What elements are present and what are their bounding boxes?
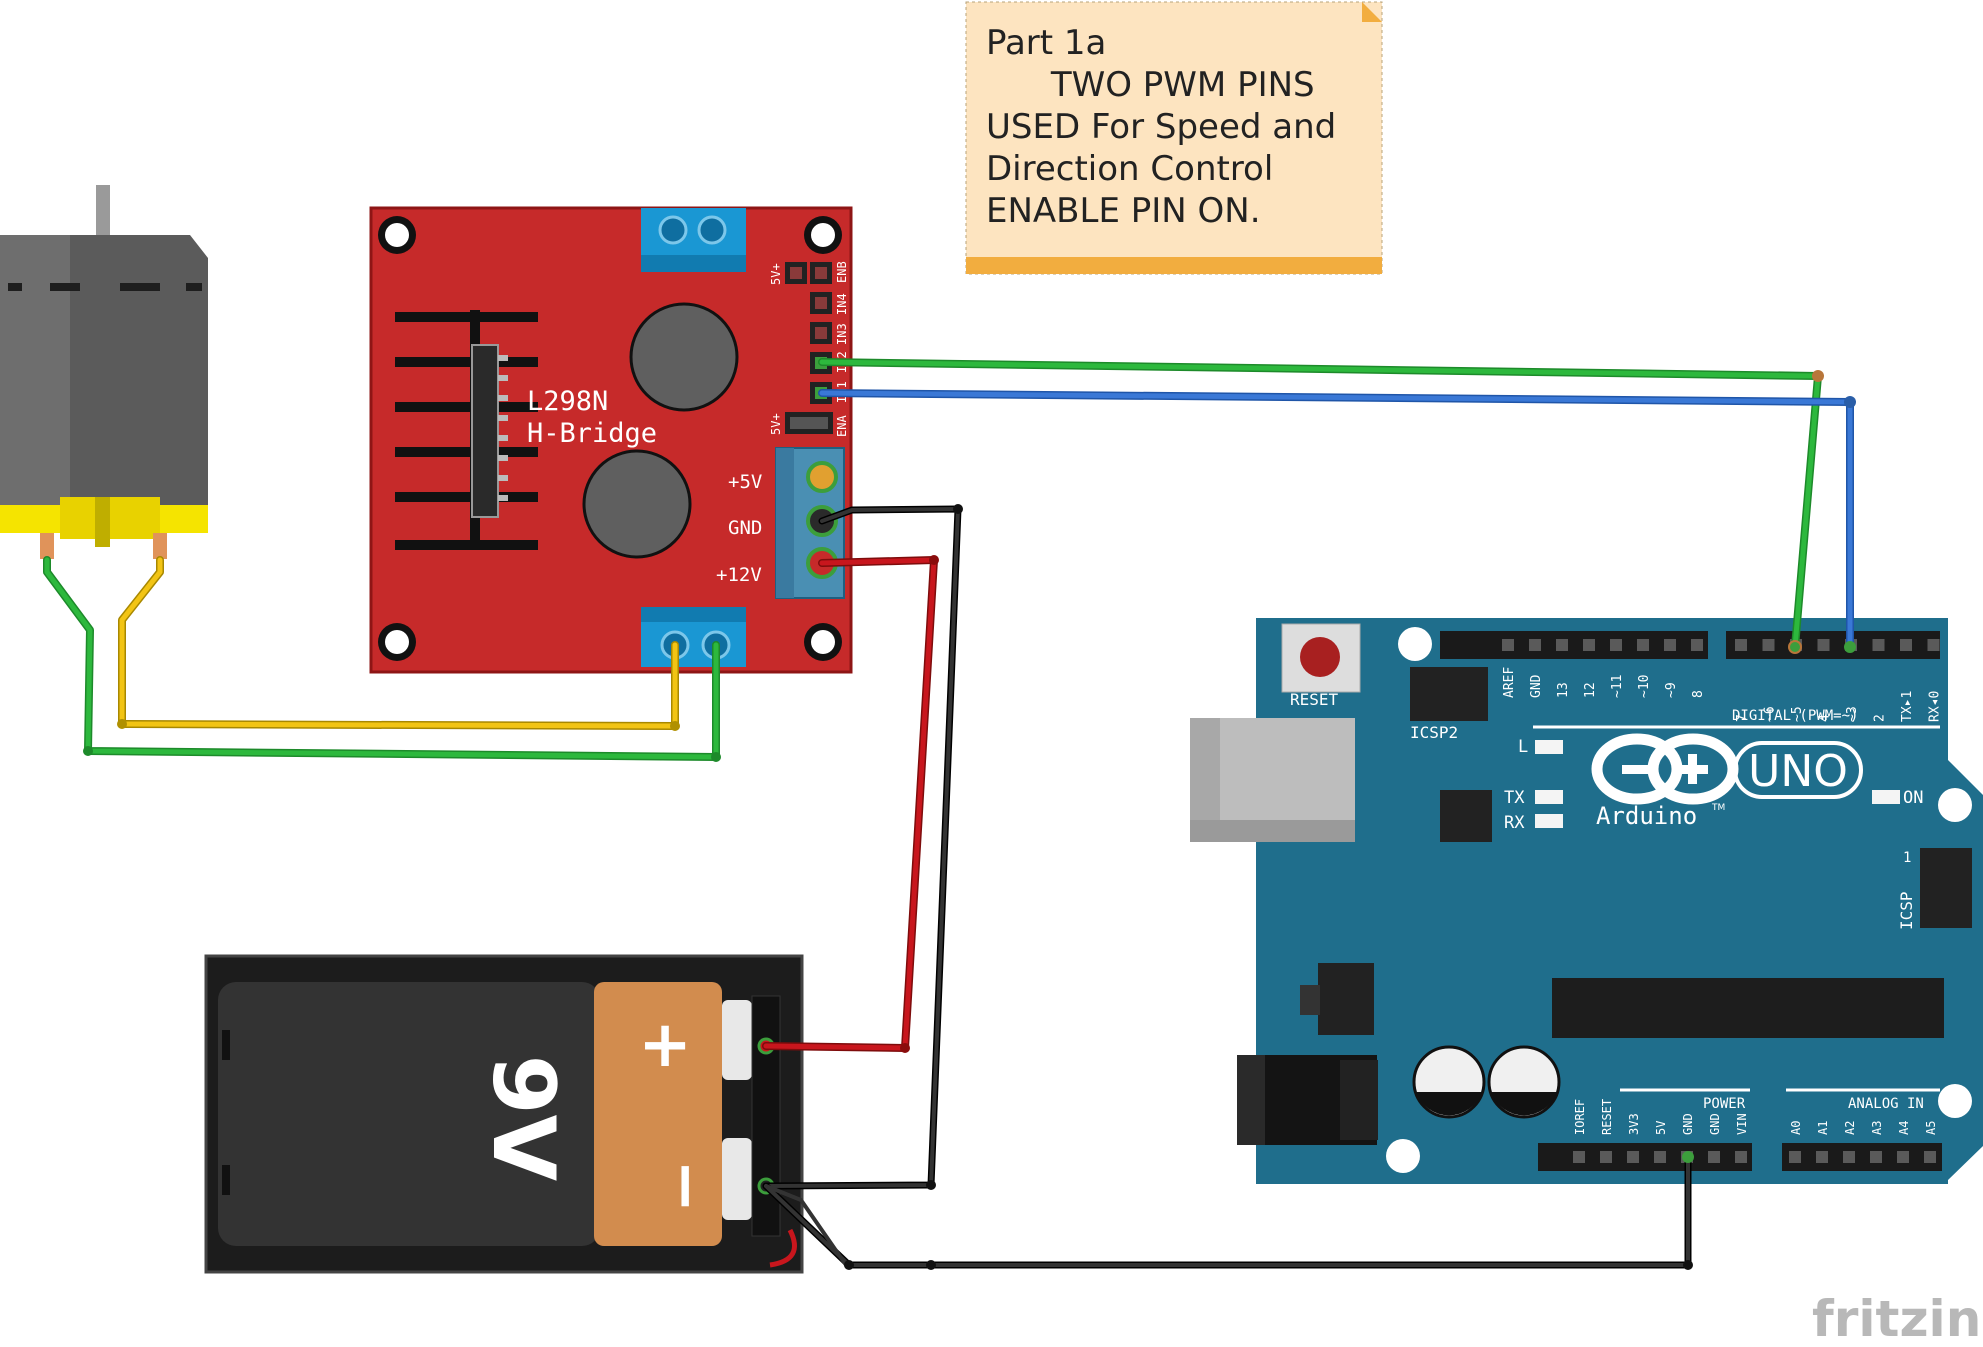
digital-right-pin-label: ~6: [1763, 706, 1778, 722]
digital-right-pin: [1817, 639, 1830, 651]
hbridge-pin-enb: ENB: [835, 261, 849, 283]
fritzing-watermark: fritzing: [1812, 1290, 1983, 1347]
hbridge-pin-5v-top: 5V+: [769, 263, 783, 285]
led-rx-label: RX: [1504, 813, 1525, 833]
power-pin: [1735, 1151, 1747, 1163]
digital-left-pin: [1529, 639, 1541, 651]
analog-pin-label: A3: [1870, 1121, 1884, 1135]
digital-left-pin-label: 12: [1583, 682, 1598, 698]
analog-pin: [1924, 1151, 1936, 1163]
note-line-5: ENABLE PIN ON.: [986, 191, 1261, 231]
digital-right-pin: [1735, 639, 1747, 651]
power-pin-label: GND: [1708, 1113, 1722, 1135]
digital-right-pin: [1927, 639, 1940, 651]
note-line-1: Part 1a: [986, 23, 1106, 63]
hbridge-pin-5v-bottom: 5V+: [769, 413, 783, 435]
digital-right-pin-label: RX◂0: [1928, 691, 1943, 722]
power-pin: [1654, 1151, 1666, 1163]
analog-pin: [1816, 1151, 1828, 1163]
hbridge-label-5v: +5V: [728, 471, 762, 493]
digital-right-pin-label: ~3: [1845, 706, 1860, 722]
arduino-tm: TM: [1711, 803, 1725, 813]
power-pin: [1627, 1151, 1639, 1163]
hbridge-title-line1: L298N: [527, 386, 608, 417]
digital-left-pin: [1691, 639, 1703, 651]
digital-right-pin-label: ~5: [1790, 706, 1805, 722]
digital-right-pin-label: 7: [1735, 714, 1750, 722]
power-pin: [1708, 1151, 1720, 1163]
power-pin-label: IOREF: [1573, 1099, 1587, 1135]
wire-signal-blue: [818, 389, 1854, 651]
digital-left-pin-label: ~9: [1664, 682, 1679, 698]
power-pin-label: GND: [1681, 1113, 1695, 1135]
led-on-label: ON: [1903, 788, 1923, 808]
hbridge-pin-in3: IN3: [835, 323, 849, 345]
digital-left-pin-label: 8: [1691, 690, 1706, 698]
battery-label: 9V: [473, 1055, 573, 1182]
led-tx-label: TX: [1504, 788, 1525, 808]
battery-minus: −: [649, 1159, 723, 1213]
analog-pin-label: A4: [1897, 1121, 1911, 1135]
power-label: POWER: [1703, 1096, 1746, 1112]
hbridge-label-gnd: GND: [728, 517, 762, 539]
digital-right-pin-label: TX▸1: [1900, 691, 1915, 722]
digital-left-pin-label: ~11: [1610, 675, 1625, 698]
arduino-model: UNO: [1748, 746, 1848, 797]
analog-pin: [1789, 1151, 1801, 1163]
icsp2-label: ICSP2: [1410, 723, 1458, 742]
l298n-hbridge: L298N H-Bridge +5V GND +12V 5V+ IN4 ENB: [369, 206, 853, 674]
dc-motor: [0, 185, 208, 559]
hbridge-label-12v: +12V: [716, 564, 762, 586]
power-pin: [1573, 1151, 1585, 1163]
analog-pin: [1870, 1151, 1882, 1163]
digital-left-pin-label: GND: [1529, 674, 1544, 698]
sticky-note: Part 1a TWO PWM PINS USED For Speed and …: [965, 1, 1383, 275]
digital-left-pin-label: ~10: [1637, 675, 1652, 698]
note-line-3: USED For Speed and: [986, 107, 1336, 147]
digital-right-pin-label: 4: [1818, 714, 1833, 722]
digital-right-pin-label: 2: [1873, 714, 1888, 722]
power-pin: [1600, 1151, 1612, 1163]
analog-pin-label: A0: [1789, 1121, 1803, 1135]
hbridge-pin-ena: ENA: [835, 415, 849, 437]
led-l-label: L: [1518, 737, 1528, 757]
analog-pin: [1843, 1151, 1855, 1163]
hbridge-pin-in4: IN4: [835, 293, 849, 315]
digital-right-pin: [1900, 639, 1912, 651]
power-pin-label: 5V: [1654, 1121, 1668, 1135]
digital-left-pin-label: 13: [1556, 682, 1571, 698]
analog-pin-label: A2: [1843, 1121, 1857, 1135]
note-line-2: TWO PWM PINS: [986, 65, 1315, 105]
digital-left-pin: [1583, 639, 1595, 651]
icsp-label: ICSP: [1897, 891, 1916, 930]
digital-left-pin: [1610, 639, 1622, 651]
wires: [43, 358, 1856, 1270]
battery-9v: 9V + −: [204, 954, 804, 1274]
digital-left-pin: [1664, 639, 1676, 651]
arduino-logo: [1591, 733, 1739, 805]
power-pin-label: RESET: [1600, 1099, 1614, 1135]
digital-left-pin: [1502, 639, 1514, 651]
arduino-brand: Arduino: [1596, 802, 1697, 830]
digital-left-pin-label: AREF: [1502, 667, 1517, 698]
digital-right-pin: [1872, 639, 1885, 651]
analog-pin-label: A5: [1924, 1121, 1938, 1135]
reset-label: RESET: [1290, 690, 1339, 709]
digital-label: DIGITAL (PWM=~): [1732, 708, 1858, 724]
hbridge-title-line2: H-Bridge: [527, 418, 657, 449]
battery-plus: +: [638, 1008, 692, 1082]
power-pin-label: VIN: [1735, 1113, 1749, 1135]
power-pin-label: 3V3: [1627, 1113, 1641, 1135]
digital-left-pin: [1637, 639, 1649, 651]
icsp-pin1-label: 1: [1903, 850, 1911, 866]
analog-pin-label: A1: [1816, 1121, 1830, 1135]
analog-label: ANALOG IN: [1848, 1096, 1924, 1112]
note-line-4: Direction Control: [986, 149, 1273, 189]
wire-signal-green: [818, 358, 1822, 651]
digital-right-pin: [1762, 639, 1775, 651]
analog-pin: [1897, 1151, 1909, 1163]
digital-left-pin: [1556, 639, 1568, 651]
